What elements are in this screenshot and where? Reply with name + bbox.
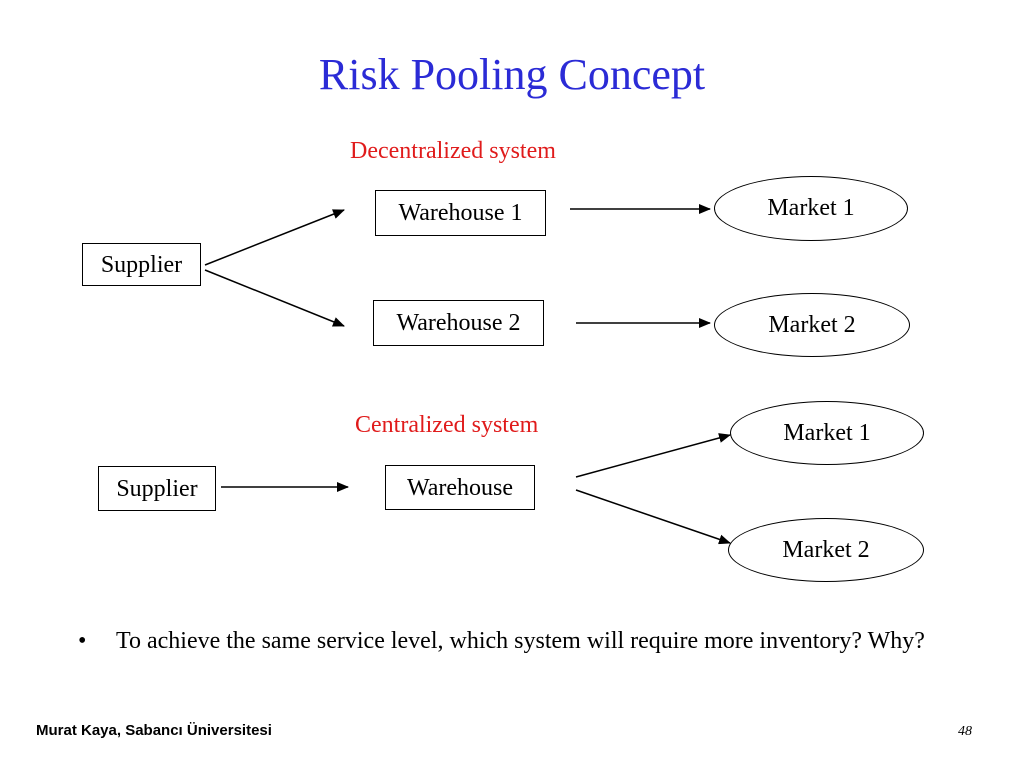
warehouse-2-box: Warehouse 2 (373, 300, 544, 346)
decentralized-heading: Decentralized system (350, 138, 556, 164)
central-warehouse-box: Warehouse (385, 465, 535, 510)
arrow-supplier-to-warehouse-2 (204, 269, 345, 327)
footer-author: Murat Kaya, Sabancı Üniversitesi (36, 722, 272, 739)
decentralized-supplier-box: Supplier (82, 243, 201, 286)
bullet-text: To achieve the same service level, which… (116, 628, 925, 654)
centralized-market-2-oval: Market 2 (728, 518, 924, 582)
page-number: 48 (958, 724, 972, 739)
warehouse-1-box: Warehouse 1 (375, 190, 546, 236)
centralized-market-1-oval: Market 1 (730, 401, 924, 465)
bullet-marker: • (78, 628, 87, 654)
decentralized-market-2-oval: Market 2 (714, 293, 910, 357)
arrow-supplier-to-warehouse-1 (204, 209, 345, 266)
arrow-warehouse-to-market-2 (575, 489, 731, 545)
slide-title: Risk Pooling Concept (318, 50, 706, 99)
centralized-supplier-box: Supplier (98, 466, 216, 511)
decentralized-market-1-oval: Market 1 (714, 176, 908, 241)
centralized-heading: Centralized system (355, 412, 539, 438)
arrow-warehouse-to-market-1 (575, 433, 731, 478)
